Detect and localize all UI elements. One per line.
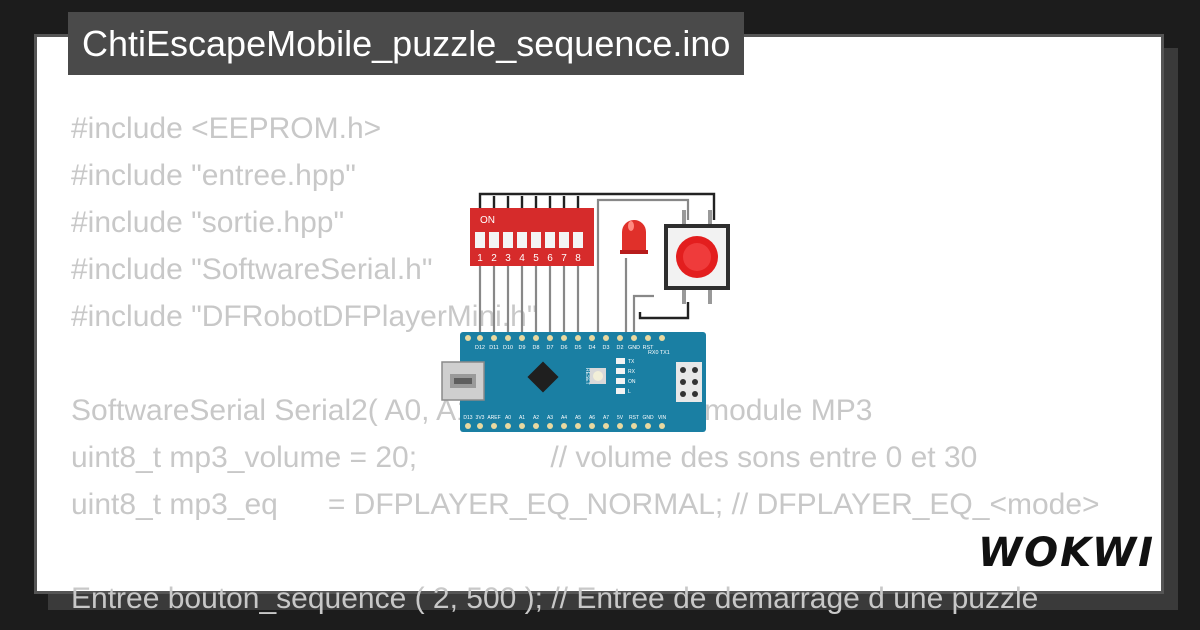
- reset-label: RESET: [584, 368, 590, 385]
- code-line-1: #include <EEPROM.h>: [71, 112, 382, 145]
- pin-label: 5V: [617, 415, 624, 421]
- pin-label: RST: [643, 345, 654, 351]
- pin-label: D6: [561, 345, 568, 351]
- wokwi-logo: WOKWI: [978, 530, 1153, 576]
- pin-label: A3: [547, 415, 553, 421]
- pin-label: A6: [589, 415, 595, 421]
- pin-label: A2: [533, 415, 539, 421]
- led-label: ON: [628, 379, 636, 385]
- dip-number: 1: [477, 253, 483, 264]
- wires: [478, 192, 716, 320]
- dip-number: 2: [491, 253, 497, 264]
- pin-label: GND: [642, 415, 654, 421]
- dip-numbers: 1 2 3 4 5 6 7 8: [477, 253, 581, 264]
- dip-toggles: [475, 232, 583, 248]
- wokwi-logo-text: WOKWI: [978, 530, 1155, 576]
- pin-label: D7: [547, 345, 554, 351]
- top-pin-headers: [465, 335, 665, 341]
- code-line-11: Entree bouton_sequence ( 2, 500 ); // En…: [71, 582, 1039, 615]
- red-led[interactable]: [620, 220, 648, 254]
- dip-number: 8: [575, 253, 581, 264]
- pin-label: AREF: [487, 415, 500, 421]
- signal-wires: [478, 198, 690, 336]
- pin-label: D5: [575, 345, 582, 351]
- pin-label: D11: [489, 345, 499, 351]
- led-label: RX: [628, 369, 636, 375]
- icsp-header: [676, 362, 702, 402]
- pin-label: A7: [603, 415, 609, 421]
- dip-switch[interactable]: ON 1 2 3 4 5 6 7 8: [470, 208, 594, 266]
- bottom-pin-headers: [465, 423, 665, 429]
- pin-label: D13: [463, 415, 472, 421]
- usb-connector: [441, 361, 485, 401]
- pin-label: D9: [519, 345, 526, 351]
- top-pin-labels: D12 D11 D10 D9 D8 D7 D6 D5 D4 D3 D2 GND …: [475, 345, 654, 351]
- dip-on-label: ON: [480, 215, 495, 226]
- pin-label: A5: [575, 415, 581, 421]
- bottom-pin-labels: D13 3V3 AREF A0 A1 A2 A3 A4 A5 A6 A7 5V …: [463, 415, 666, 421]
- pin-label: D8: [533, 345, 540, 351]
- rx-tx-label: RX0 TX1: [648, 350, 670, 356]
- code-line-3: #include "sortie.hpp": [71, 206, 345, 239]
- led-label: TX: [628, 359, 635, 365]
- arduino-nano-board[interactable]: D12 D11 D10 D9 D8 D7 D6 D5 D4 D3 D2 GND …: [441, 332, 706, 432]
- dip-number: 5: [533, 253, 539, 264]
- pin-label: D10: [503, 345, 513, 351]
- dip-number: 3: [505, 253, 511, 264]
- code-line-8: uint8_t mp3_volume = 20; // volume des s…: [71, 441, 978, 474]
- dip-number: 4: [519, 253, 525, 264]
- pin-label: VIN: [658, 415, 667, 421]
- code-preview: #include <EEPROM.h> #include "entree.hpp"…: [71, 105, 1100, 622]
- reset-button[interactable]: [590, 368, 606, 384]
- led-labels: TX RX ON L: [628, 359, 636, 395]
- code-line-10: [71, 528, 1100, 575]
- push-button[interactable]: [664, 210, 730, 304]
- pin-label: D4: [589, 345, 596, 351]
- code-line-9: uint8_t mp3_eq = DFPLAYER_EQ_NORMAL; // …: [71, 488, 1100, 521]
- pin-label: D3: [603, 345, 610, 351]
- pin-label: A1: [519, 415, 525, 421]
- pin-label: D12: [475, 345, 485, 351]
- dip-number: 7: [561, 253, 567, 264]
- pin-label: RST: [629, 415, 639, 421]
- code-line-4: #include "SoftwareSerial.h": [71, 253, 433, 286]
- pin-label: GND: [628, 345, 640, 351]
- project-title: ChtiEscapeMobile_puzzle_sequence.ino: [68, 12, 745, 75]
- code-line-2: #include "entree.hpp": [71, 159, 356, 192]
- pin-label: A4: [561, 415, 567, 421]
- pin-label: D2: [617, 345, 624, 351]
- led-label: L: [628, 389, 631, 395]
- pin-label: A0: [505, 415, 511, 421]
- pin-label: 3V3: [476, 415, 485, 421]
- dip-number: 6: [547, 253, 553, 264]
- circuit-diagram: ON 1 2 3 4 5 6 7 8: [441, 192, 730, 432]
- status-leds: [616, 358, 625, 394]
